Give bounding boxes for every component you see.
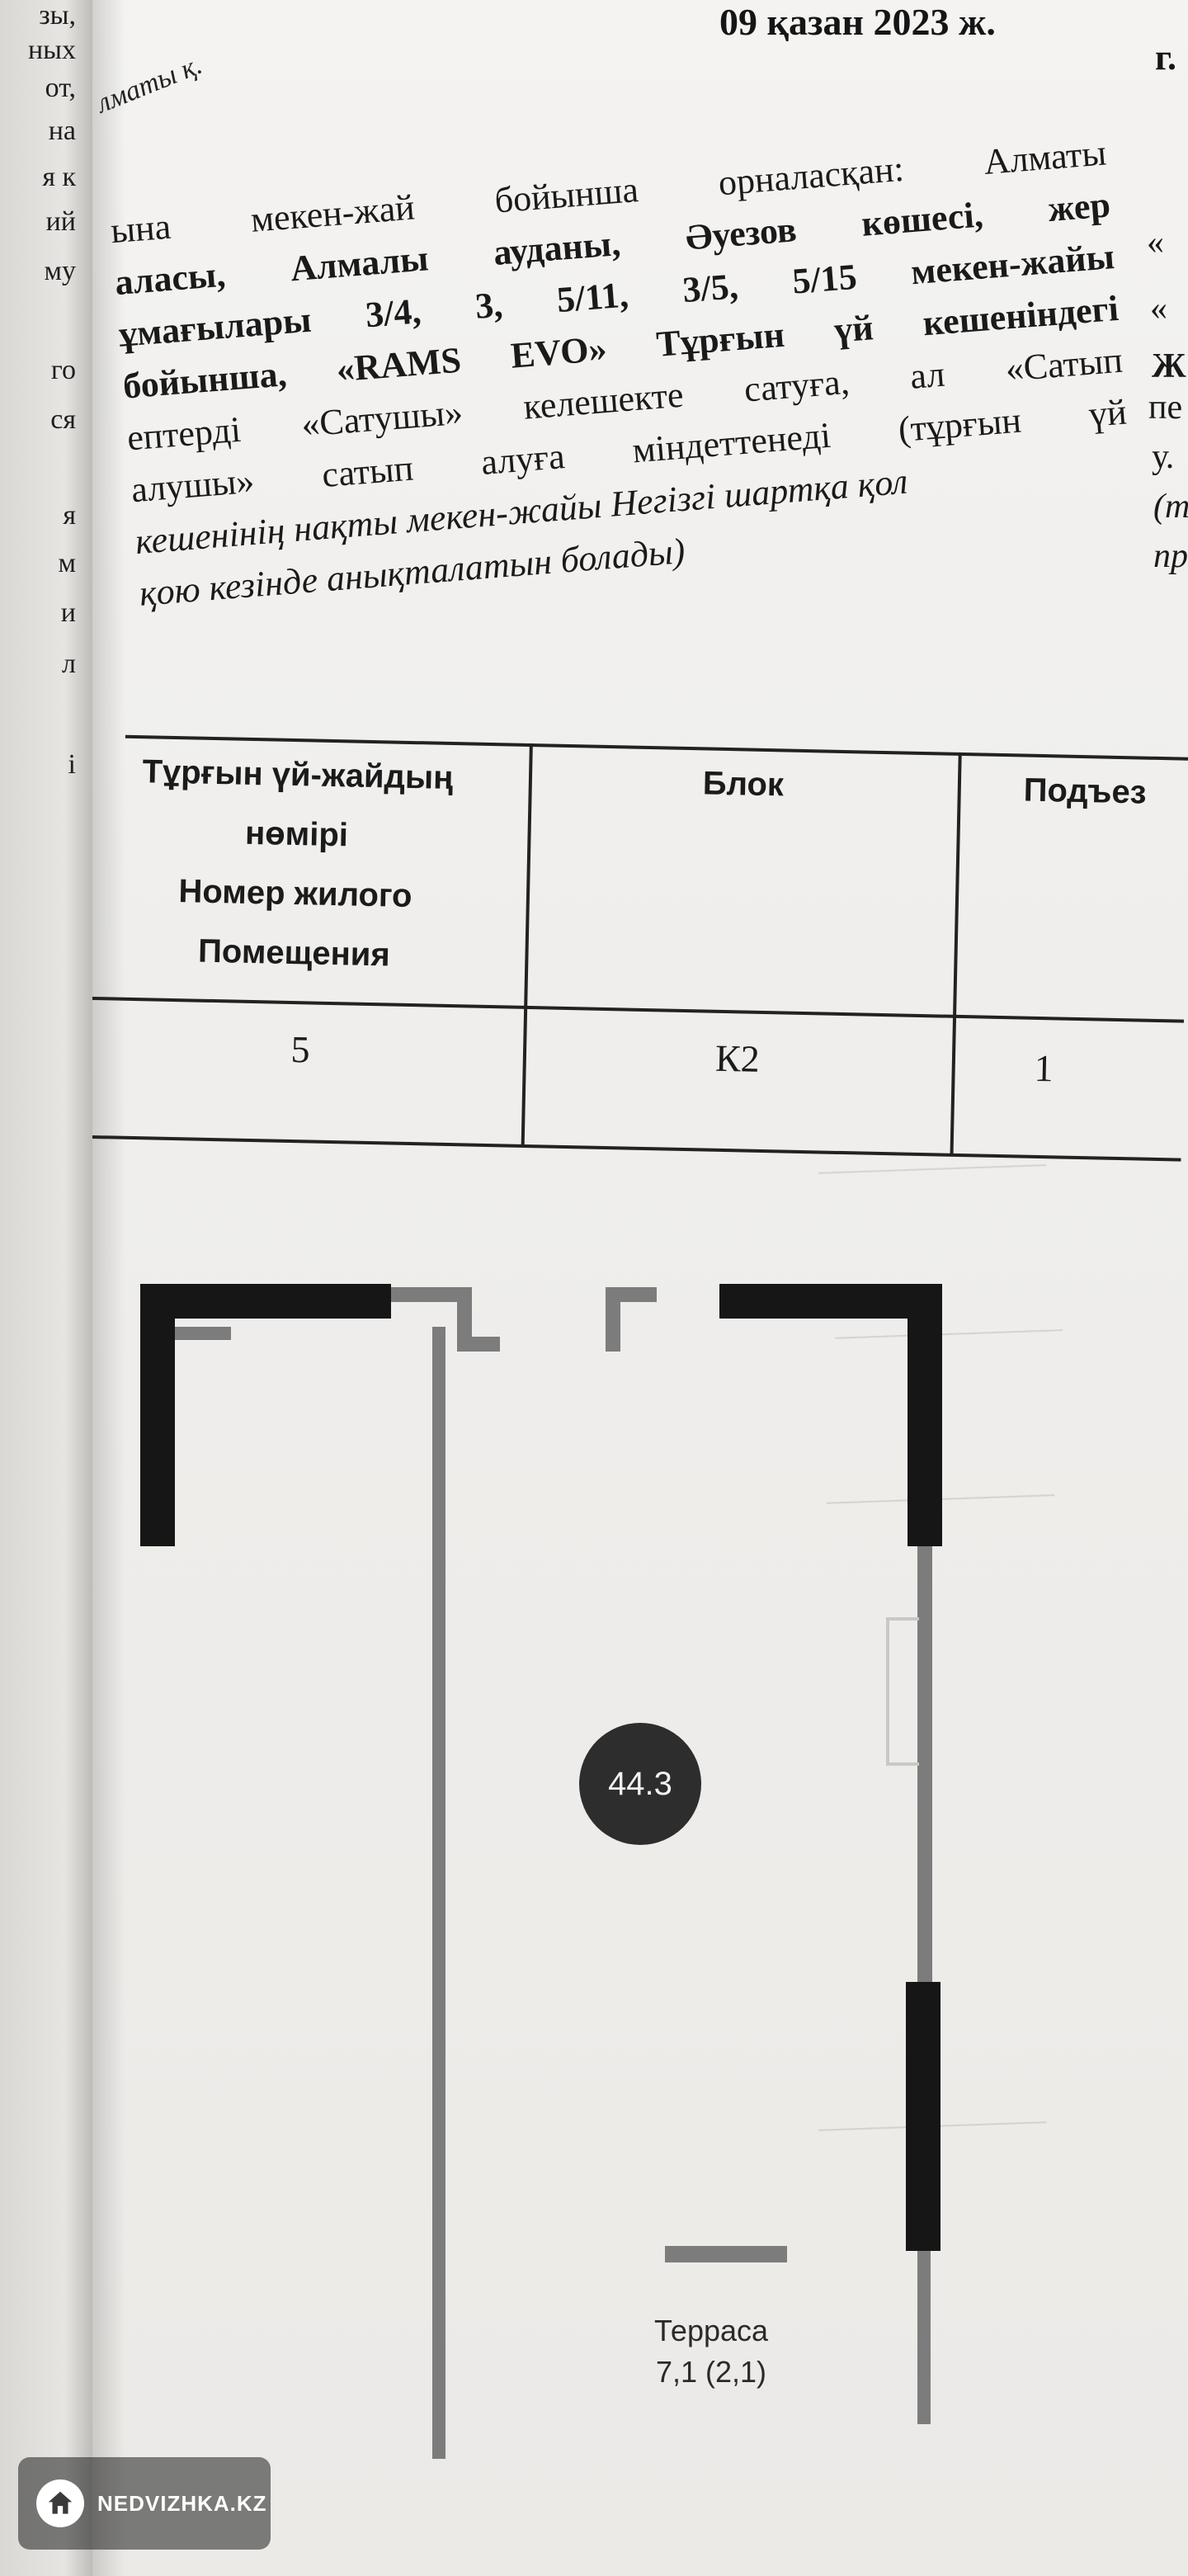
previous-page-edge: зы, ных от, на я к ий му го ся я м и л і (0, 0, 92, 2576)
wall (719, 1284, 942, 1319)
left-fragment: от, (45, 73, 76, 103)
right-fragment: « (1147, 224, 1164, 262)
right-fragment: Ж (1152, 347, 1186, 385)
wall (175, 1327, 231, 1340)
right-fragment: пе (1148, 389, 1183, 427)
page-fold-shadow (92, 0, 125, 2576)
left-fragment: я к (42, 162, 76, 192)
document-page: 09 қазан 2023 ж. г. лматы қ. ына мекен-ж… (92, 0, 1188, 2576)
left-fragment: зы, (39, 0, 76, 31)
right-fragment: у. (1152, 438, 1175, 476)
wall (140, 1284, 391, 1319)
watermark: NEDVIZHKA.KZ (18, 2457, 271, 2550)
wall (917, 1546, 932, 1982)
right-fragment: пр (1153, 537, 1188, 575)
terrace-title: Терраса (653, 2314, 769, 2347)
watermark-text: NEDVIZHKA.KZ (97, 2490, 267, 2516)
document-date: 09 қазан 2023 ж. (719, 1, 996, 43)
right-fragment: (т (1153, 488, 1188, 526)
area-badge: 44.3 (579, 1723, 701, 1845)
home-icon (36, 2479, 84, 2527)
right-fragment: « (1150, 290, 1167, 328)
city-abbrev: г. (1155, 37, 1177, 78)
wall (606, 1287, 620, 1352)
wall (457, 1287, 472, 1352)
left-fragment: ий (45, 206, 76, 237)
terrace-railing (665, 2246, 787, 2262)
door-swing (886, 1762, 919, 1766)
floor-plan (92, 0, 1188, 2576)
wall (432, 1327, 446, 2459)
left-fragment: му (44, 256, 76, 286)
wall (908, 1284, 942, 1546)
left-fragment: ся (50, 404, 76, 435)
left-fragment: м (58, 548, 76, 578)
terrace-label: Терраса 7,1 (2,1) (604, 2310, 818, 2393)
wall (391, 1287, 472, 1302)
left-fragment: я (63, 500, 76, 531)
left-fragment: і (68, 749, 76, 780)
wall (140, 1284, 175, 1546)
door-swing (886, 1617, 889, 1766)
left-fragment: л (62, 649, 76, 679)
wall (906, 1982, 940, 2251)
wall (917, 2251, 931, 2424)
door-swing (886, 1617, 919, 1621)
wall (606, 1287, 657, 1302)
left-fragment: на (48, 116, 76, 146)
left-fragment: го (50, 355, 76, 385)
wall (457, 1337, 500, 1352)
left-fragment: ных (27, 35, 76, 65)
terrace-area: 7,1 (2,1) (655, 2355, 767, 2389)
left-fragment: и (60, 597, 76, 628)
